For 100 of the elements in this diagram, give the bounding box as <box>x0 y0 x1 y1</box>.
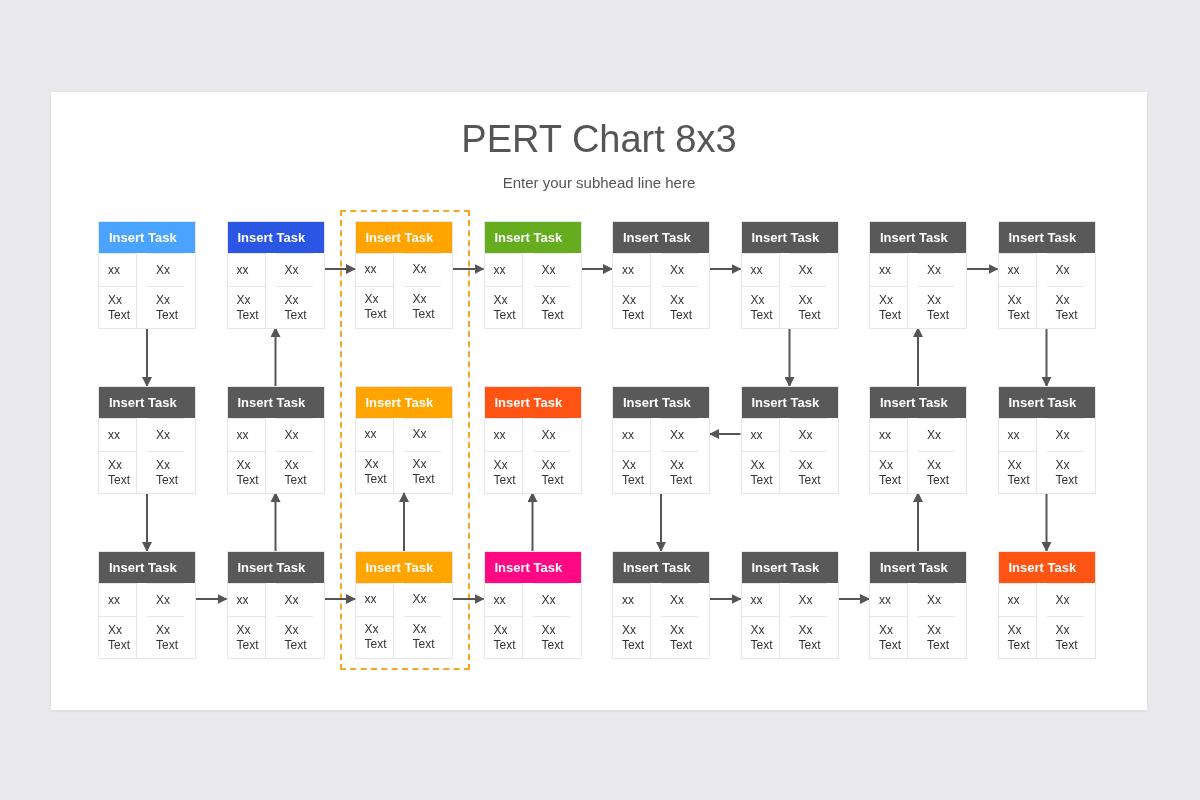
table-cell: xx <box>355 417 394 451</box>
arrow <box>452 594 485 604</box>
table-cell: Xx Text <box>147 616 184 658</box>
arrow <box>709 264 742 274</box>
task-card <box>483 386 582 494</box>
table-cell: xx <box>741 418 780 451</box>
task-card <box>483 221 582 329</box>
task-card <box>740 551 839 659</box>
task-card <box>98 551 196 659</box>
task-header: Insert Task <box>870 552 966 583</box>
task-card <box>612 551 710 659</box>
table-cell: Xx <box>275 583 313 616</box>
table-cell: Xx Text <box>789 616 827 658</box>
table-cell: Xx Text <box>99 616 137 658</box>
table-cell: Xx Text <box>661 286 698 328</box>
task-card <box>997 551 1096 659</box>
arrow <box>142 327 152 387</box>
table-cell: Xx <box>403 417 441 451</box>
table-cell: xx <box>484 253 523 286</box>
task-header: Insert Task <box>484 222 581 253</box>
table-cell: Xx Text <box>918 616 955 658</box>
table-cell: Xx <box>532 253 570 286</box>
table-cell: xx <box>227 418 266 451</box>
task-card <box>612 221 710 329</box>
task-header: Insert Task <box>99 387 195 418</box>
table-cell: Xx Text <box>613 286 651 328</box>
table-cell: Xx <box>275 418 313 451</box>
task-header: Insert Task <box>870 222 966 253</box>
task-header: Insert Task <box>741 552 838 583</box>
task-header: Insert Task <box>484 552 581 583</box>
table-cell: Xx <box>403 582 441 616</box>
task-header: Insert Task <box>613 552 709 583</box>
table-cell: Xx <box>1046 418 1084 451</box>
table-cell: xx <box>99 253 137 286</box>
arrow <box>399 492 409 552</box>
table-cell: Xx Text <box>227 616 266 658</box>
table-cell: Xx <box>532 418 570 451</box>
table-cell: Xx <box>661 253 698 286</box>
table-cell: Xx Text <box>918 451 955 493</box>
table-cell: Xx Text <box>1046 286 1084 328</box>
table-cell: xx <box>870 253 908 286</box>
task-card <box>98 221 196 329</box>
table-cell: xx <box>484 583 523 616</box>
arrow <box>1041 327 1052 387</box>
table-cell: Xx Text <box>147 286 184 328</box>
table-cell: Xx Text <box>403 450 441 493</box>
arrow <box>527 492 538 552</box>
table-cell: Xx Text <box>789 286 827 328</box>
arrow <box>1041 492 1052 552</box>
table-cell: Xx <box>1046 253 1084 286</box>
table-cell: Xx Text <box>99 451 137 493</box>
table-cell: Xx Text <box>1046 451 1084 493</box>
table-cell: xx <box>870 418 908 451</box>
arrow <box>452 264 485 274</box>
arrow <box>656 492 666 552</box>
table-cell: xx <box>998 253 1037 286</box>
table-cell: Xx Text <box>484 451 523 493</box>
table-cell: xx <box>484 418 523 451</box>
table-cell: Xx Text <box>532 451 570 493</box>
task-header: Insert Task <box>227 552 324 583</box>
table-cell: Xx Text <box>998 616 1037 658</box>
task-header: Insert Task <box>227 387 324 418</box>
table-cell: Xx Text <box>355 615 394 658</box>
table-cell: Xx Text <box>741 451 780 493</box>
table-cell: Xx Text <box>1046 616 1084 658</box>
chart-title: PERT Chart 8x3 <box>461 118 737 161</box>
table-cell: Xx <box>918 253 955 286</box>
task-header: Insert Task <box>741 387 838 418</box>
table-cell: Xx Text <box>99 286 137 328</box>
task-card <box>740 386 839 494</box>
task-card <box>997 221 1096 329</box>
table-cell: xx <box>99 418 137 451</box>
arrow <box>323 594 356 604</box>
table-cell: Xx <box>147 418 184 451</box>
table-cell: Xx Text <box>789 451 827 493</box>
task-card <box>612 386 710 494</box>
table-cell: Xx <box>661 583 698 616</box>
table-cell: Xx Text <box>918 286 955 328</box>
table-cell: Xx Text <box>355 450 394 493</box>
arrow <box>323 264 356 274</box>
table-cell: Xx Text <box>532 286 570 328</box>
table-cell: Xx <box>918 418 955 451</box>
arrow <box>913 327 923 387</box>
table-cell: Xx Text <box>532 616 570 658</box>
task-header: Insert Task <box>998 222 1095 253</box>
table-cell: xx <box>227 583 266 616</box>
task-card <box>354 550 453 659</box>
table-cell: Xx Text <box>403 285 441 328</box>
table-cell: Xx <box>1046 583 1084 616</box>
table-cell: Xx <box>147 583 184 616</box>
arrow <box>270 327 281 387</box>
task-card <box>869 386 967 494</box>
table-cell: Xx Text <box>355 285 394 328</box>
task-card <box>226 551 325 659</box>
table-cell: Xx <box>789 253 827 286</box>
task-header: Insert Task <box>355 386 452 418</box>
table-cell: Xx Text <box>998 286 1037 328</box>
task-header: Insert Task <box>613 387 709 418</box>
task-header: Insert Task <box>227 222 324 253</box>
arrow <box>142 492 152 552</box>
